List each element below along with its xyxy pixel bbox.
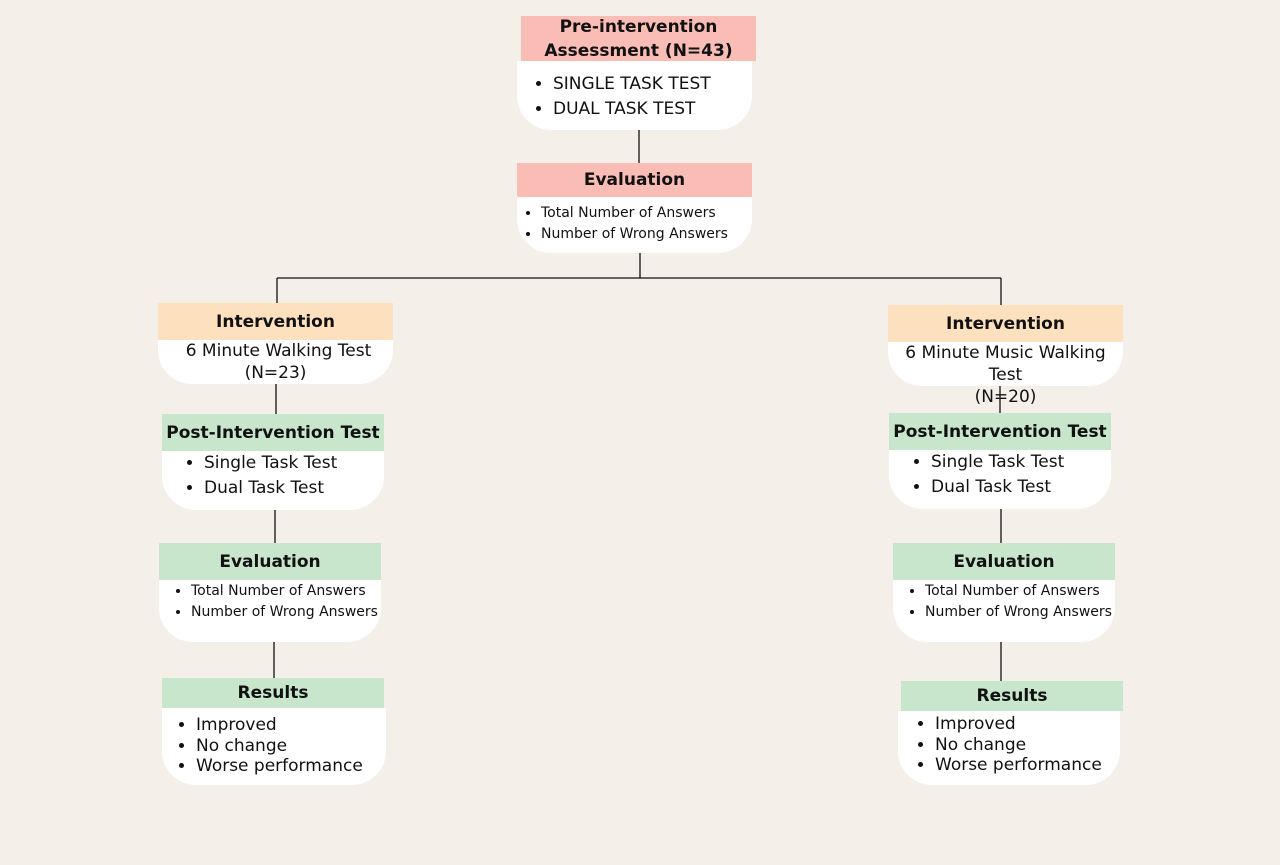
evaluation-top-node: Evaluation Total Number of Answers Numbe… — [517, 163, 752, 253]
left-intervention-header: Intervention — [158, 303, 393, 340]
left-results-title: Results — [237, 683, 309, 703]
pre-intervention-title-line2: Assessment (N=43) — [544, 40, 733, 61]
pre-intervention-list: SINGLE TASK TEST DUAL TASK TEST — [517, 72, 752, 122]
list-item: SINGLE TASK TEST — [553, 72, 752, 97]
right-results-title: Results — [976, 686, 1048, 706]
left-intervention-title: Intervention — [216, 311, 335, 332]
evaluation-top-header: Evaluation — [517, 163, 752, 197]
left-evaluation-title: Evaluation — [219, 551, 321, 572]
list-item: Worse performance — [196, 756, 386, 777]
left-post-intervention-header: Post-Intervention Test — [162, 414, 384, 451]
evaluation-top-card: Total Number of Answers Number of Wrong … — [517, 197, 752, 253]
left-results-card: Improved No change Worse performance — [162, 708, 386, 785]
right-post-intervention-list: Single Task Test Dual Task Test — [889, 450, 1111, 500]
right-post-intervention-header: Post-Intervention Test — [889, 413, 1111, 450]
list-item: Single Task Test — [204, 451, 384, 476]
right-evaluation-list: Total Number of Answers Number of Wrong … — [893, 581, 1115, 623]
left-intervention-line2: (N=23) — [244, 363, 307, 383]
list-item: Total Number of Answers — [541, 203, 752, 224]
right-intervention-header: Intervention — [888, 305, 1123, 342]
left-results-node: Results Improved No change Worse perform… — [162, 678, 386, 785]
right-intervention-line2: (N=20) — [974, 387, 1037, 407]
right-results-header: Results — [901, 681, 1123, 711]
evaluation-top-list: Total Number of Answers Number of Wrong … — [517, 203, 752, 245]
right-post-intervention-node: Post-Intervention Test Single Task Test … — [889, 413, 1111, 509]
left-intervention-node: Intervention 6 Minute Walking Test (N=23… — [158, 303, 393, 384]
evaluation-top-title: Evaluation — [583, 170, 686, 190]
right-evaluation-card: Total Number of Answers Number of Wrong … — [893, 580, 1115, 642]
pre-intervention-title-line1: Pre-intervention — [559, 16, 718, 37]
list-item: Improved — [935, 714, 1120, 735]
left-results-list: Improved No change Worse performance — [162, 715, 386, 777]
left-results-header: Results — [162, 678, 384, 708]
right-results-card: Improved No change Worse performance — [898, 711, 1120, 785]
right-evaluation-title: Evaluation — [953, 551, 1055, 572]
left-evaluation-header: Evaluation — [159, 543, 381, 580]
left-evaluation-list: Total Number of Answers Number of Wrong … — [159, 581, 381, 623]
list-item: Dual Task Test — [204, 476, 384, 501]
list-item: No change — [935, 735, 1120, 756]
left-intervention-card: 6 Minute Walking Test (N=23) — [158, 340, 393, 384]
list-item: DUAL TASK TEST — [553, 97, 752, 122]
right-intervention-line1: 6 Minute Music Walking Test — [905, 343, 1106, 385]
left-post-intervention-card: Single Task Test Dual Task Test — [162, 451, 384, 510]
list-item: Number of Wrong Answers — [541, 224, 752, 245]
list-item: Dual Task Test — [931, 475, 1111, 500]
left-post-intervention-list: Single Task Test Dual Task Test — [162, 451, 384, 501]
list-item: Total Number of Answers — [191, 581, 381, 602]
list-item: Improved — [196, 715, 386, 736]
left-evaluation-card: Total Number of Answers Number of Wrong … — [159, 580, 381, 642]
right-evaluation-header: Evaluation — [893, 543, 1115, 580]
left-evaluation-node: Evaluation Total Number of Answers Numbe… — [159, 543, 381, 642]
right-results-node: Results Improved No change Worse perform… — [898, 681, 1123, 785]
list-item: Total Number of Answers — [925, 581, 1115, 602]
right-post-intervention-title: Post-Intervention Test — [893, 421, 1107, 442]
list-item: Number of Wrong Answers — [925, 602, 1115, 623]
right-intervention-card: 6 Minute Music Walking Test (N=20) — [888, 342, 1123, 407]
right-results-list: Improved No change Worse performance — [898, 714, 1120, 776]
left-post-intervention-node: Post-Intervention Test Single Task Test … — [162, 414, 384, 510]
right-intervention-node: Intervention 6 Minute Music Walking Test… — [888, 305, 1123, 407]
pre-intervention-card: SINGLE TASK TEST DUAL TASK TEST — [517, 61, 752, 130]
pre-intervention-node: Pre-intervention Assessment (N=43) SINGL… — [517, 16, 756, 130]
right-post-intervention-card: Single Task Test Dual Task Test — [889, 450, 1111, 509]
list-item: No change — [196, 736, 386, 757]
list-item: Worse performance — [935, 755, 1120, 776]
list-item: Single Task Test — [931, 450, 1111, 475]
left-post-intervention-title: Post-Intervention Test — [166, 422, 380, 443]
pre-intervention-header: Pre-intervention Assessment (N=43) — [521, 16, 756, 61]
list-item: Number of Wrong Answers — [191, 602, 381, 623]
left-intervention-line1: 6 Minute Walking Test — [185, 341, 372, 361]
right-intervention-title: Intervention — [946, 313, 1065, 334]
right-evaluation-node: Evaluation Total Number of Answers Numbe… — [893, 543, 1115, 642]
